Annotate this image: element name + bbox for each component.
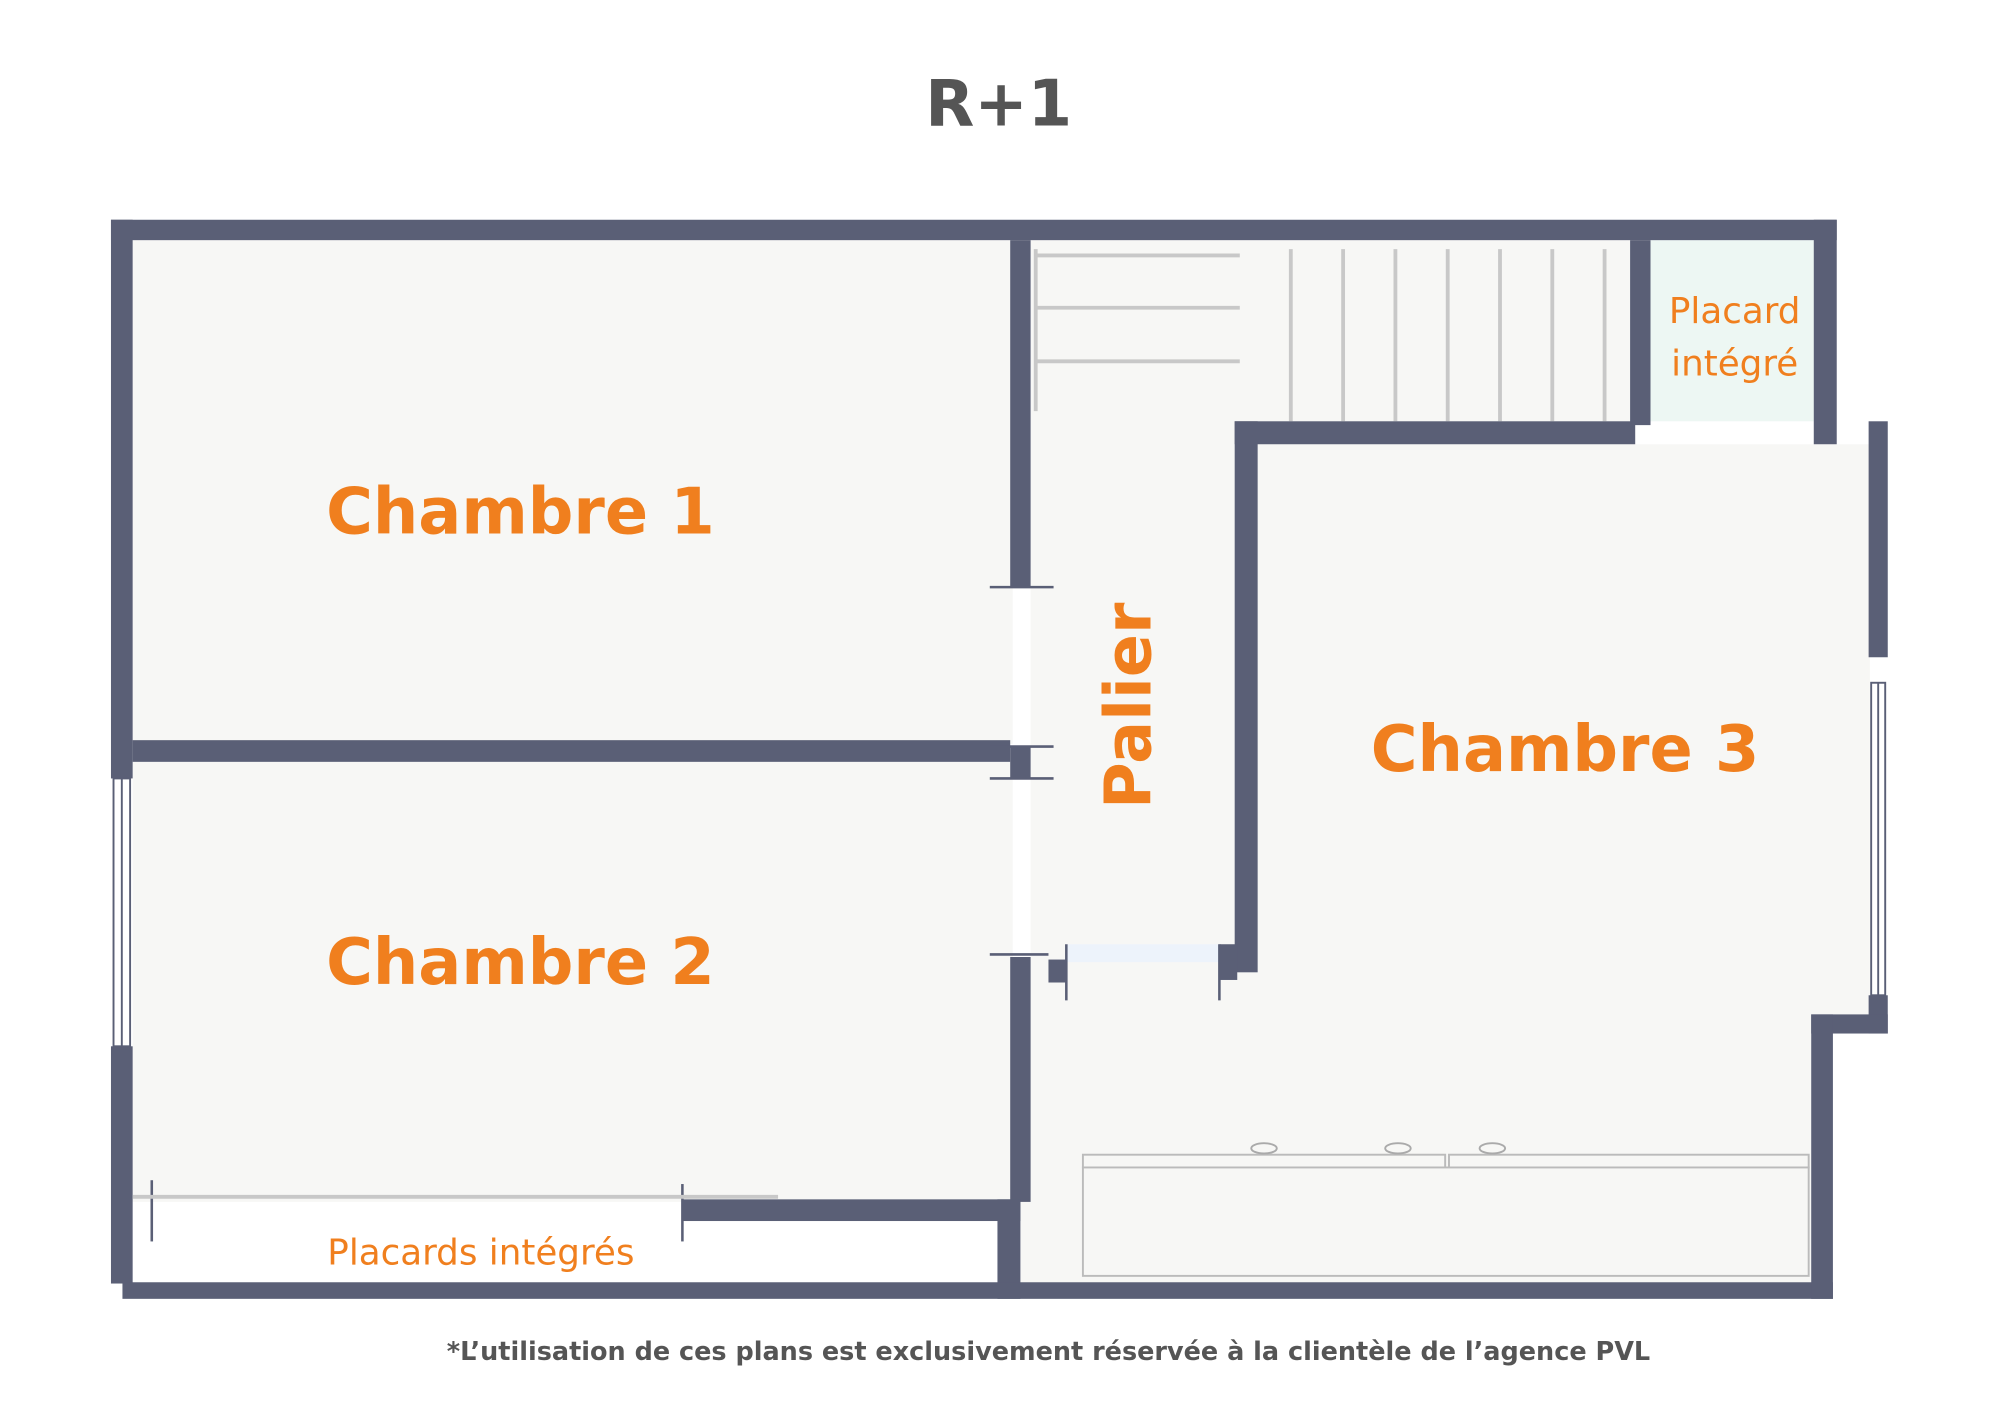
doors-windows (112, 585, 1887, 1242)
placard-label-line1: Placard (1669, 291, 1801, 332)
placard-label-line2: intégré (1671, 343, 1798, 384)
placards-floor (132, 1221, 998, 1283)
palier-label: Palier (1093, 602, 1167, 809)
closet-floor (1650, 240, 1814, 422)
footer-note: *L’utilisation de ces plans est exclusiv… (447, 1337, 1650, 1367)
chambre-3-label: Chambre 3 (1371, 713, 1760, 787)
chambre-2-label: Chambre 2 (326, 926, 715, 1000)
walls (110, 219, 1888, 1299)
placards-label: Placards intégrés (327, 1232, 634, 1273)
chambre-3-floor (1257, 444, 1870, 1019)
chambre-2-floor (132, 761, 1013, 1202)
chambre-1-floor (132, 240, 1013, 744)
staircase (1033, 249, 1607, 422)
cabinet (1081, 1142, 1810, 1277)
plan-title: R+1 (925, 67, 1072, 141)
chambre-1-label: Chambre 1 (326, 476, 715, 550)
